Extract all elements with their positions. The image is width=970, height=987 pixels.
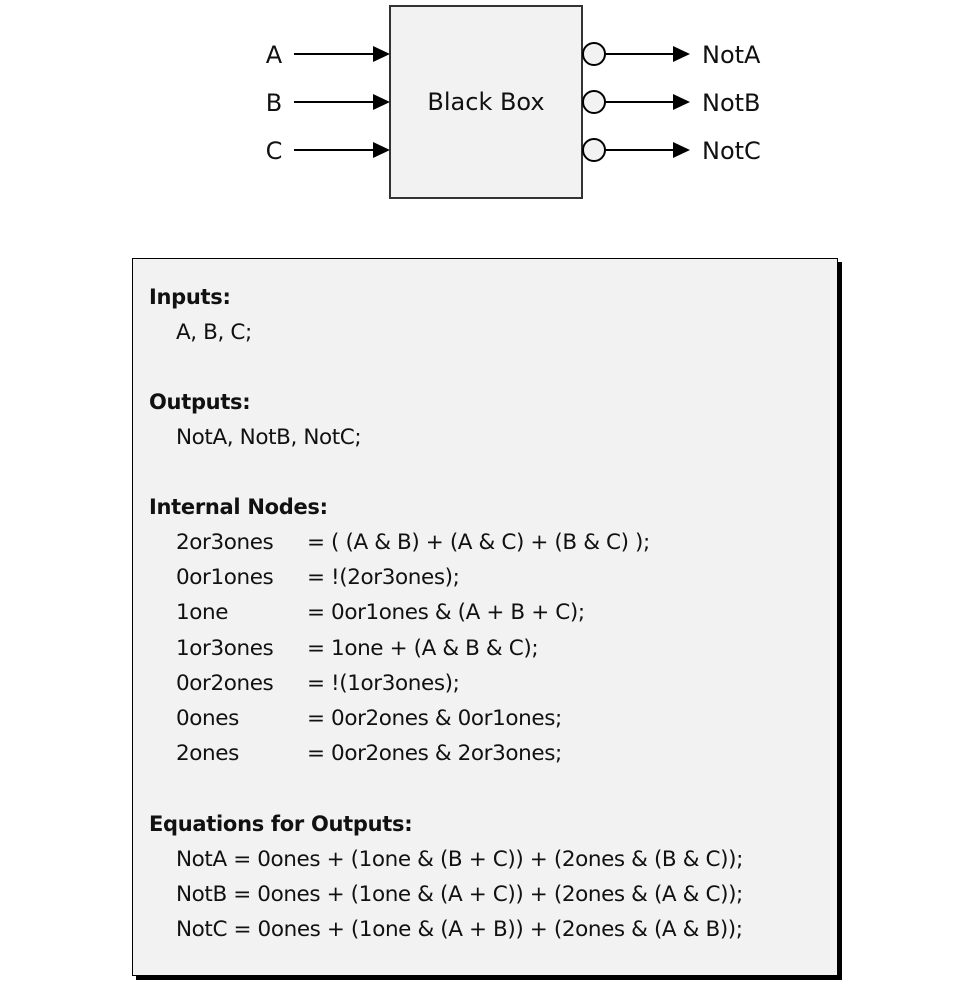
black-box-diagram: Black Box A B C NotA NotB NotC: [266, 5, 761, 199]
internal-nodes-section: Internal Nodes: 2or3ones = ( (A & B) + (A…: [149, 490, 837, 771]
node-expression: = 0or2ones & 2or3ones;: [307, 741, 562, 767]
node-expression: = !(2or3ones);: [307, 565, 460, 591]
node-name: 0or1ones: [176, 565, 274, 591]
internal-node-row: 0or1ones = !(2or3ones);: [149, 560, 837, 595]
inputs-title: Inputs:: [149, 285, 231, 309]
node-expression: = 1one + (A & B & C);: [307, 635, 539, 661]
equation-line: NotA = 0ones + (1one & (B + C)) + (2ones…: [176, 847, 743, 872]
black-box: [389, 5, 583, 199]
logic-spec-panel: Inputs: A, B, C; Outputs: NotA, NotB, No…: [132, 258, 838, 976]
internal-node-row: 2or3ones = ( (A & B) + (A & C) + (B & C) …: [149, 525, 837, 560]
equations-section: Equations for Outputs: NotA = 0ones + (1…: [149, 807, 837, 948]
internal-node-row: 2ones = 0or2ones & 2or3ones;: [149, 736, 837, 771]
arrowhead-icon: [373, 94, 390, 110]
input-label-b: B: [266, 89, 282, 117]
inputs-section: Inputs: A, B, C;: [149, 280, 837, 350]
node-name: 0ones: [176, 705, 239, 731]
node-name: 2ones: [176, 741, 239, 767]
outputs-line: NotA, NotB, NotC;: [176, 425, 362, 450]
outputs-title: Outputs:: [149, 390, 251, 414]
inversion-bubble-icon: [582, 138, 606, 162]
node-expression: = 0or2ones & 0or1ones;: [307, 705, 562, 731]
node-name: 0or2ones: [176, 670, 274, 696]
output-notc: NotC: [582, 137, 761, 165]
inversion-bubble-icon: [582, 90, 606, 114]
input-b: B: [266, 89, 390, 117]
arrowhead-icon: [673, 94, 690, 110]
arrowhead-icon: [373, 142, 390, 158]
node-expression: = !(1or3ones);: [307, 670, 460, 696]
internal-node-row: 1or3ones = 1one + (A & B & C);: [149, 631, 837, 666]
internal-node-row: 0or2ones = !(1or3ones);: [149, 666, 837, 701]
internal-node-row: 0ones = 0or2ones & 0or1ones;: [149, 701, 837, 736]
node-name: 1one: [176, 600, 229, 626]
inversion-bubble-icon: [582, 42, 606, 66]
input-a: A: [266, 41, 390, 69]
node-expression: = ( (A & B) + (A & C) + (B & C) );: [307, 530, 650, 555]
output-label-nota: NotA: [702, 41, 761, 69]
equation-line: NotB = 0ones + (1one & (A + C)) + (2ones…: [176, 882, 743, 908]
node-expression: = 0or1ones & (A + B + C);: [307, 600, 585, 626]
output-notb: NotB: [582, 89, 761, 117]
internal-node-row: 1one = 0or1ones & (A + B + C);: [149, 595, 837, 630]
node-name: 2or3ones: [176, 530, 274, 555]
arrowhead-icon: [673, 142, 690, 158]
internal-nodes-title: Internal Nodes:: [149, 495, 328, 519]
arrowhead-icon: [373, 46, 390, 62]
arrowhead-icon: [673, 46, 690, 62]
output-nota: NotA: [582, 41, 761, 69]
outputs-section: Outputs: NotA, NotB, NotC;: [149, 385, 837, 455]
output-label-notc: NotC: [702, 137, 761, 165]
output-label-notb: NotB: [702, 89, 761, 117]
equations-title: Equations for Outputs:: [149, 812, 413, 836]
input-label-a: A: [266, 41, 283, 69]
equation-line: NotC = 0ones + (1one & (A + B)) + (2ones…: [176, 917, 743, 943]
input-c: C: [266, 137, 390, 165]
black-box-label: Black Box: [427, 88, 544, 116]
inputs-line: A, B, C;: [176, 320, 252, 345]
node-name: 1or3ones: [176, 635, 274, 661]
input-label-c: C: [266, 137, 283, 165]
